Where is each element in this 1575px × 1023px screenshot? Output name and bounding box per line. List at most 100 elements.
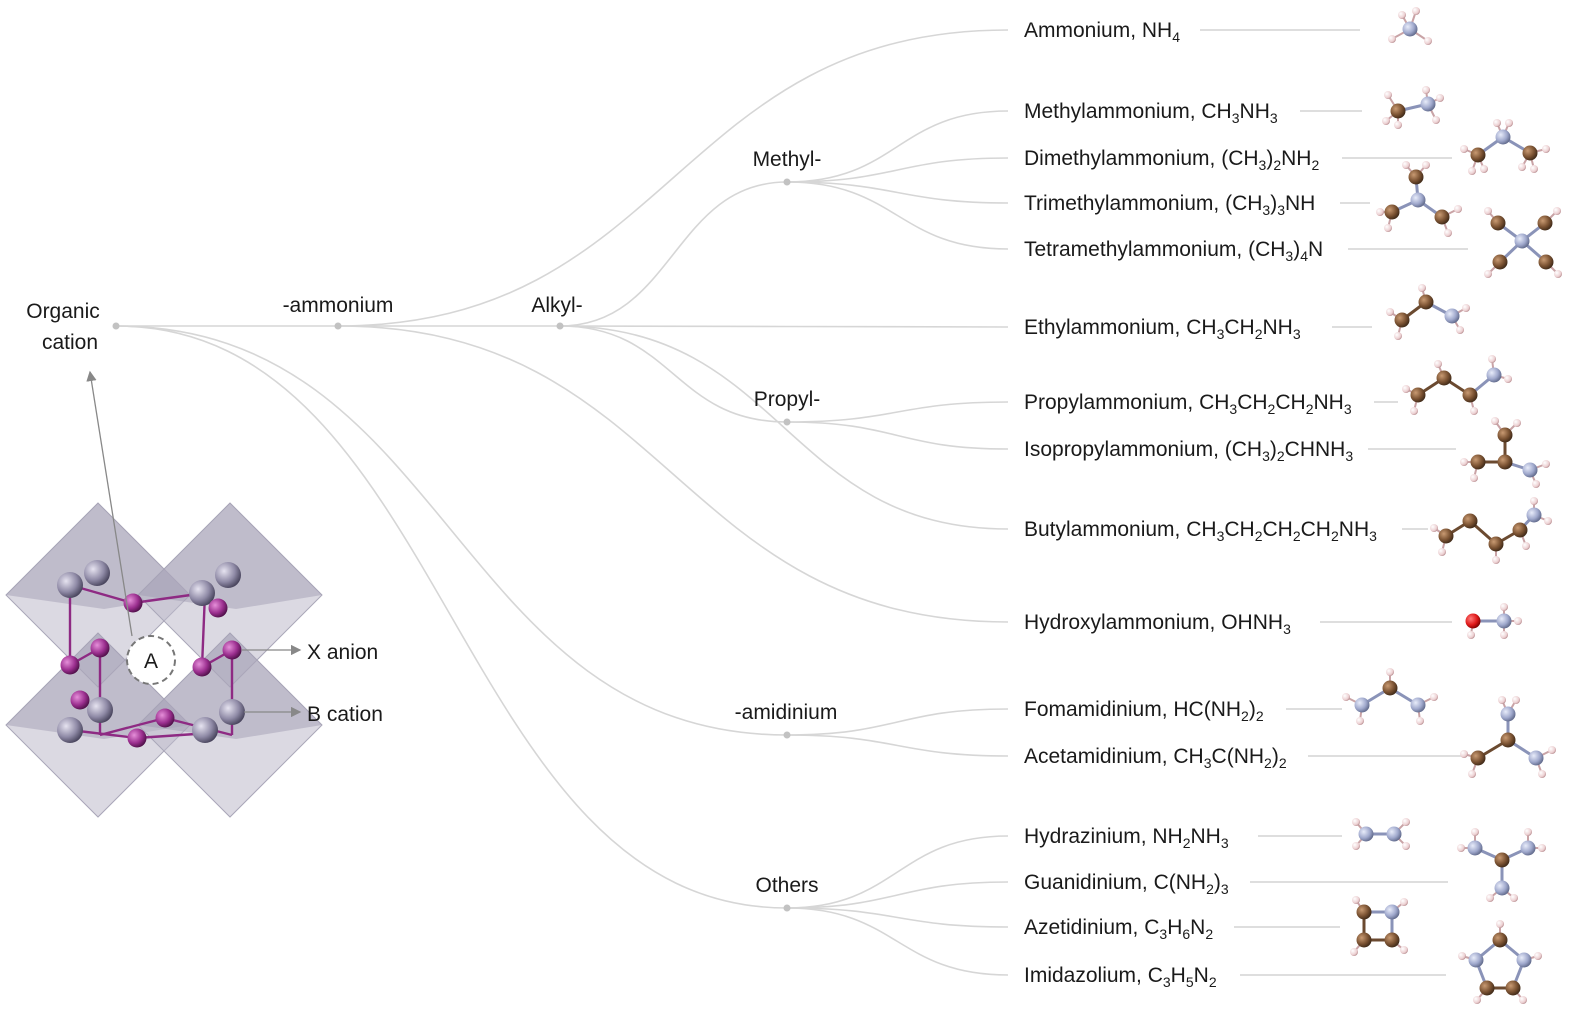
- formula-part: (CH: [1221, 147, 1258, 170]
- b-cation-label: B cation: [307, 703, 383, 726]
- formula-part: 3: [1344, 401, 1352, 417]
- mol-atom: [1494, 852, 1510, 868]
- branch-leaf-9: [337, 325, 1009, 623]
- mol-atom: [1356, 717, 1364, 725]
- tree-branches: [112, 29, 1009, 976]
- x-anion-atom-3: [192, 657, 212, 677]
- mol-atom: [1484, 207, 1492, 215]
- mol-atom: [1384, 204, 1400, 220]
- a-site-circle: [126, 635, 176, 685]
- leaf-label-8: Butylammonium, CH3CH2CH2CH2NH3: [1024, 518, 1377, 544]
- node-dot-alkyl: [556, 322, 564, 330]
- formula-part: 3: [1283, 621, 1291, 637]
- mol-atom: [1434, 209, 1450, 225]
- formula-part: C: [1148, 964, 1163, 987]
- mol-atom: [1350, 948, 1358, 956]
- octahedron-face-1: [138, 503, 322, 609]
- mol-atom: [1488, 536, 1504, 552]
- molecule-methylammonium: [1382, 86, 1444, 129]
- formula-part: 2: [1311, 157, 1319, 173]
- mol-atom: [1526, 507, 1542, 523]
- leaf-label-11: Acetamidinium, CH3C(NH2)2: [1024, 745, 1287, 771]
- mol-atom: [1470, 454, 1486, 470]
- mol-atom: [1444, 229, 1452, 237]
- formula-part: ): [1270, 438, 1277, 461]
- formula-part: H: [1171, 964, 1186, 987]
- formula-part: CH: [1224, 518, 1254, 541]
- formula-part: ): [1266, 147, 1273, 170]
- molecule-fomamidinium: [1342, 668, 1438, 725]
- mol-atom: [1514, 617, 1522, 625]
- mol-atom: [1544, 517, 1552, 525]
- leaf-label-12: Hydrazinium, NH2NH3: [1024, 825, 1229, 851]
- mol-atom: [1538, 770, 1546, 778]
- formula-part: 2: [1205, 926, 1213, 942]
- molecule-dimethylammonium: [1460, 119, 1550, 175]
- mol-atom: [1424, 37, 1432, 45]
- mol-atom: [1386, 308, 1394, 316]
- mol-atom: [1402, 842, 1410, 850]
- leaf-name: Azetidinium,: [1024, 916, 1144, 939]
- formula-part: 3: [1221, 881, 1229, 897]
- formula-part: N: [1190, 916, 1205, 939]
- formula-part: 3: [1259, 157, 1267, 173]
- node-dot-methyl: [783, 178, 791, 186]
- formula-part: NH: [1240, 100, 1270, 123]
- leaf-name: Guanidinium,: [1024, 871, 1154, 894]
- node-dot-ammonium: [334, 322, 342, 330]
- formula-part: OHNH: [1221, 611, 1283, 634]
- formula-part: C: [1144, 916, 1159, 939]
- mol-atom: [1436, 370, 1452, 386]
- mol-atom: [1438, 528, 1454, 544]
- mol-atom: [1456, 326, 1464, 334]
- formula-part: NH: [1152, 825, 1182, 848]
- formula-part: CH: [1263, 518, 1293, 541]
- formula-part: C(NH: [1212, 745, 1265, 768]
- x-anion-atom-0: [123, 593, 143, 613]
- mol-atom: [1500, 603, 1508, 611]
- mol-atom: [1418, 294, 1434, 310]
- formula-part: 3: [1163, 974, 1171, 990]
- mol-atom: [1468, 167, 1476, 175]
- mol-atom: [1484, 270, 1492, 278]
- leaf-name: Dimethylammonium,: [1024, 147, 1221, 170]
- mol-atom: [1470, 147, 1486, 163]
- node-label-methyl: Methyl-: [753, 148, 822, 171]
- formula-part: CH: [1186, 316, 1216, 339]
- branch-leaf-13: [786, 881, 1009, 909]
- mol-atom: [1460, 145, 1468, 153]
- mol-atom: [1410, 407, 1418, 415]
- formula-part: 3: [1217, 326, 1225, 342]
- mol-atom: [1418, 284, 1426, 292]
- molecule-ethylammonium: [1386, 284, 1470, 340]
- mol-atom: [1532, 480, 1540, 488]
- formula-part: 2: [1279, 755, 1287, 771]
- branch-leaf-5: [559, 325, 1009, 328]
- branch-leaf-1: [786, 110, 1009, 183]
- formula-part: NH: [1313, 391, 1343, 414]
- mol-atom: [1505, 119, 1513, 127]
- mol-atom: [1434, 360, 1442, 368]
- mol-atom: [1486, 367, 1502, 383]
- leaf-name: Ammonium,: [1024, 19, 1142, 42]
- mol-atom: [1510, 894, 1518, 902]
- mol-atom: [1498, 696, 1506, 704]
- mol-atom: [1554, 270, 1562, 278]
- mol-atom: [1356, 932, 1372, 948]
- formula-part: CHNH: [1285, 438, 1346, 461]
- leaf-name: Isopropylammonium,: [1024, 438, 1225, 461]
- mol-atom: [1513, 419, 1521, 427]
- mol-atom: [1386, 668, 1394, 676]
- mol-atom: [1548, 746, 1556, 754]
- x-anion-atom-5: [127, 728, 147, 748]
- formula-part: 3: [1345, 448, 1353, 464]
- formula-part: NH: [1281, 147, 1311, 170]
- b-cation-atom-7: [219, 699, 245, 725]
- formula-part: 2: [1183, 835, 1191, 851]
- mol-atom: [1470, 750, 1486, 766]
- mol-atom: [1384, 224, 1392, 232]
- mol-atom: [1376, 208, 1384, 216]
- branch-leaf-7: [786, 421, 1009, 450]
- formula-part: 3: [1232, 110, 1240, 126]
